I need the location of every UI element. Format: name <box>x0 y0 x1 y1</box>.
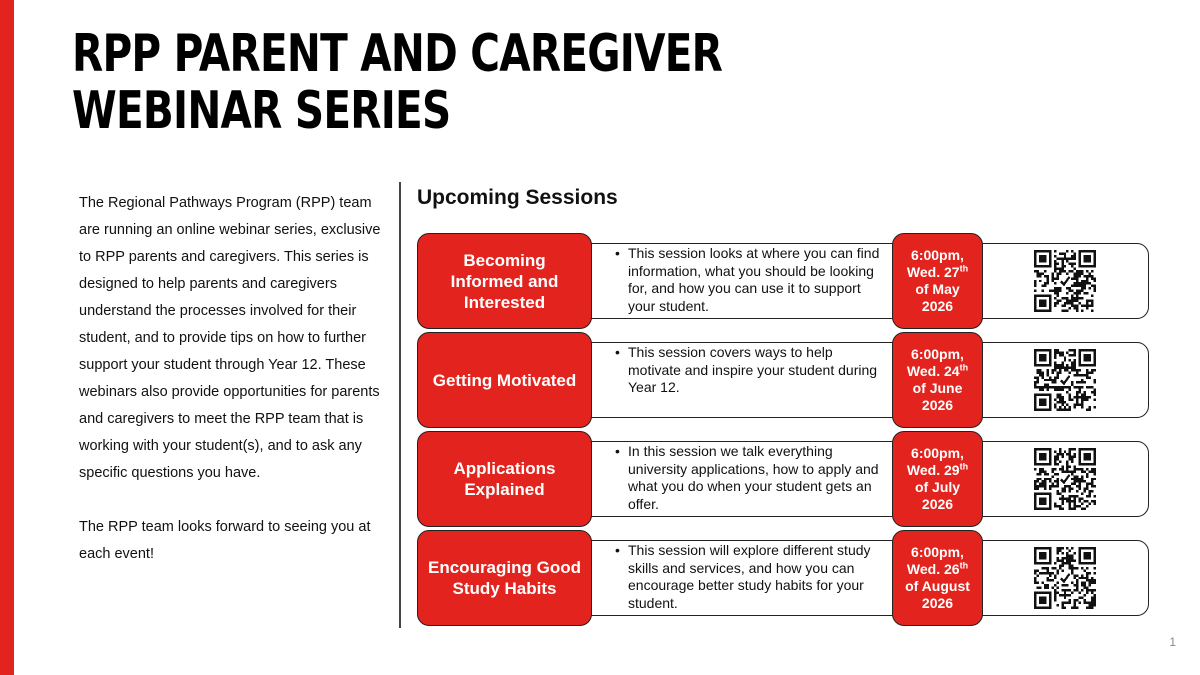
session-date-badge: 6:00pm, Wed. 29th of July 2026 <box>892 431 983 527</box>
session-name: Encouraging Good Study Habits <box>417 530 592 626</box>
session-time: 6:00pm, <box>911 445 964 461</box>
session-day: Wed. 29th <box>906 461 969 478</box>
bullet: • <box>615 443 620 459</box>
session-year: 2026 <box>921 496 954 512</box>
session-time: 6:00pm, <box>911 346 964 362</box>
page-title: RPP PARENT AND CAREGIVER WEBINAR SERIES <box>72 26 774 140</box>
intro-paragraph-2: The RPP team looks forward to seeing you… <box>79 519 371 562</box>
session-description-text: This session looks at where you can find… <box>628 245 880 314</box>
session-month: of May <box>915 281 960 297</box>
qr-code-icon[interactable] <box>1034 349 1096 411</box>
session-month: of August <box>905 578 970 594</box>
qr-code-icon[interactable] <box>1034 250 1096 312</box>
session-year: 2026 <box>921 595 954 611</box>
qr-code-icon[interactable] <box>1034 547 1096 609</box>
page-title-line-1: RPP PARENT AND CAREGIVER <box>72 24 723 84</box>
session-day: Wed. 24th <box>906 362 969 379</box>
session-name: Becoming Informed and Interested <box>417 233 592 329</box>
session-description: • In this session we talk everything uni… <box>615 443 887 513</box>
session-description-text: This session covers ways to help motivat… <box>628 344 878 395</box>
page-number: 1 <box>1169 635 1176 649</box>
session-name: Getting Motivated <box>417 332 592 428</box>
page-title-line-2: WEBINAR SERIES <box>72 81 451 141</box>
session-description-text: This session will explore different stud… <box>628 542 871 611</box>
session-date-badge: 6:00pm, Wed. 24th of June 2026 <box>892 332 983 428</box>
session-year: 2026 <box>921 397 954 413</box>
bullet: • <box>615 245 620 261</box>
session-description: • This session covers ways to help motiv… <box>615 344 887 397</box>
session-time: 6:00pm, <box>911 247 964 263</box>
session-date-badge: 6:00pm, Wed. 26th of August 2026 <box>892 530 983 626</box>
left-accent-bar <box>0 0 14 675</box>
session-time: 6:00pm, <box>911 544 964 560</box>
vertical-divider <box>399 182 401 628</box>
session-date-badge: 6:00pm, Wed. 27th of May 2026 <box>892 233 983 329</box>
bullet: • <box>615 344 620 360</box>
bullet: • <box>615 542 620 558</box>
session-row: Getting Motivated • This session covers … <box>417 332 1149 428</box>
sessions-heading: Upcoming Sessions <box>417 186 618 209</box>
session-month: of July <box>914 479 961 495</box>
session-row: Encouraging Good Study Habits • This ses… <box>417 530 1149 626</box>
qr-code-icon[interactable] <box>1034 448 1096 510</box>
intro-paragraph-1: The Regional Pathways Program (RPP) team… <box>79 195 381 481</box>
session-description: • This session will explore different st… <box>615 542 887 612</box>
session-month: of June <box>912 380 963 396</box>
session-day: Wed. 26th <box>906 560 969 577</box>
session-description: • This session looks at where you can fi… <box>615 245 887 315</box>
session-day: Wed. 27th <box>906 263 969 280</box>
session-name: Applications Explained <box>417 431 592 527</box>
session-row: Applications Explained • In this session… <box>417 431 1149 527</box>
intro-text: The Regional Pathways Program (RPP) team… <box>79 190 383 568</box>
session-year: 2026 <box>921 298 954 314</box>
session-description-text: In this session we talk everything unive… <box>628 443 879 512</box>
session-row: Becoming Informed and Interested • This … <box>417 233 1149 329</box>
